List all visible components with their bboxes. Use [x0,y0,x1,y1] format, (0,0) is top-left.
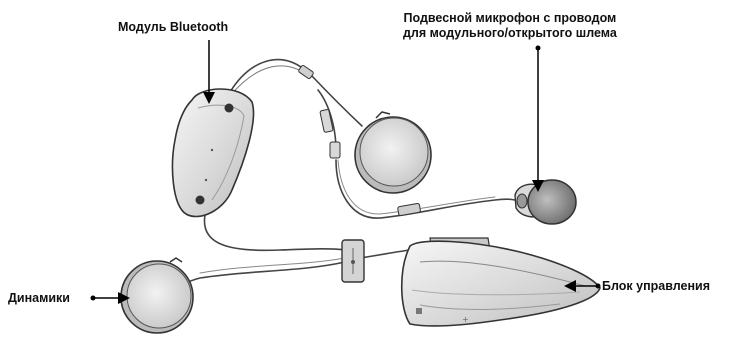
label-boom-microphone-line2: для модульного/открытого шлема [403,26,617,41]
cable-splitter [342,240,364,282]
cable-splitter-to-control [360,250,410,258]
label-speakers: Динамики [8,291,70,306]
pointer-boom-mic [532,46,544,193]
pointer-bluetooth [203,40,215,104]
label-boom-microphone: Подвесной микрофон с проводом для модуль… [403,11,617,41]
label-control-unit: Блок управления [602,279,710,294]
cable-module-to-splitter [204,215,345,250]
label-boom-microphone-line1: Подвесной микрофон с проводом [403,11,617,26]
boom-microphone [515,180,576,224]
control-unit: + [402,238,600,326]
cable-splitter-to-left-speaker [185,262,345,284]
label-bluetooth-module: Модуль Bluetooth [118,20,228,35]
cable-to-right-speaker [312,76,362,126]
svg-text:+: + [462,315,469,324]
bluetooth-module [173,89,254,217]
speaker-right [355,112,431,193]
cable-module-to-connector [230,60,305,92]
speaker-left [121,258,193,333]
